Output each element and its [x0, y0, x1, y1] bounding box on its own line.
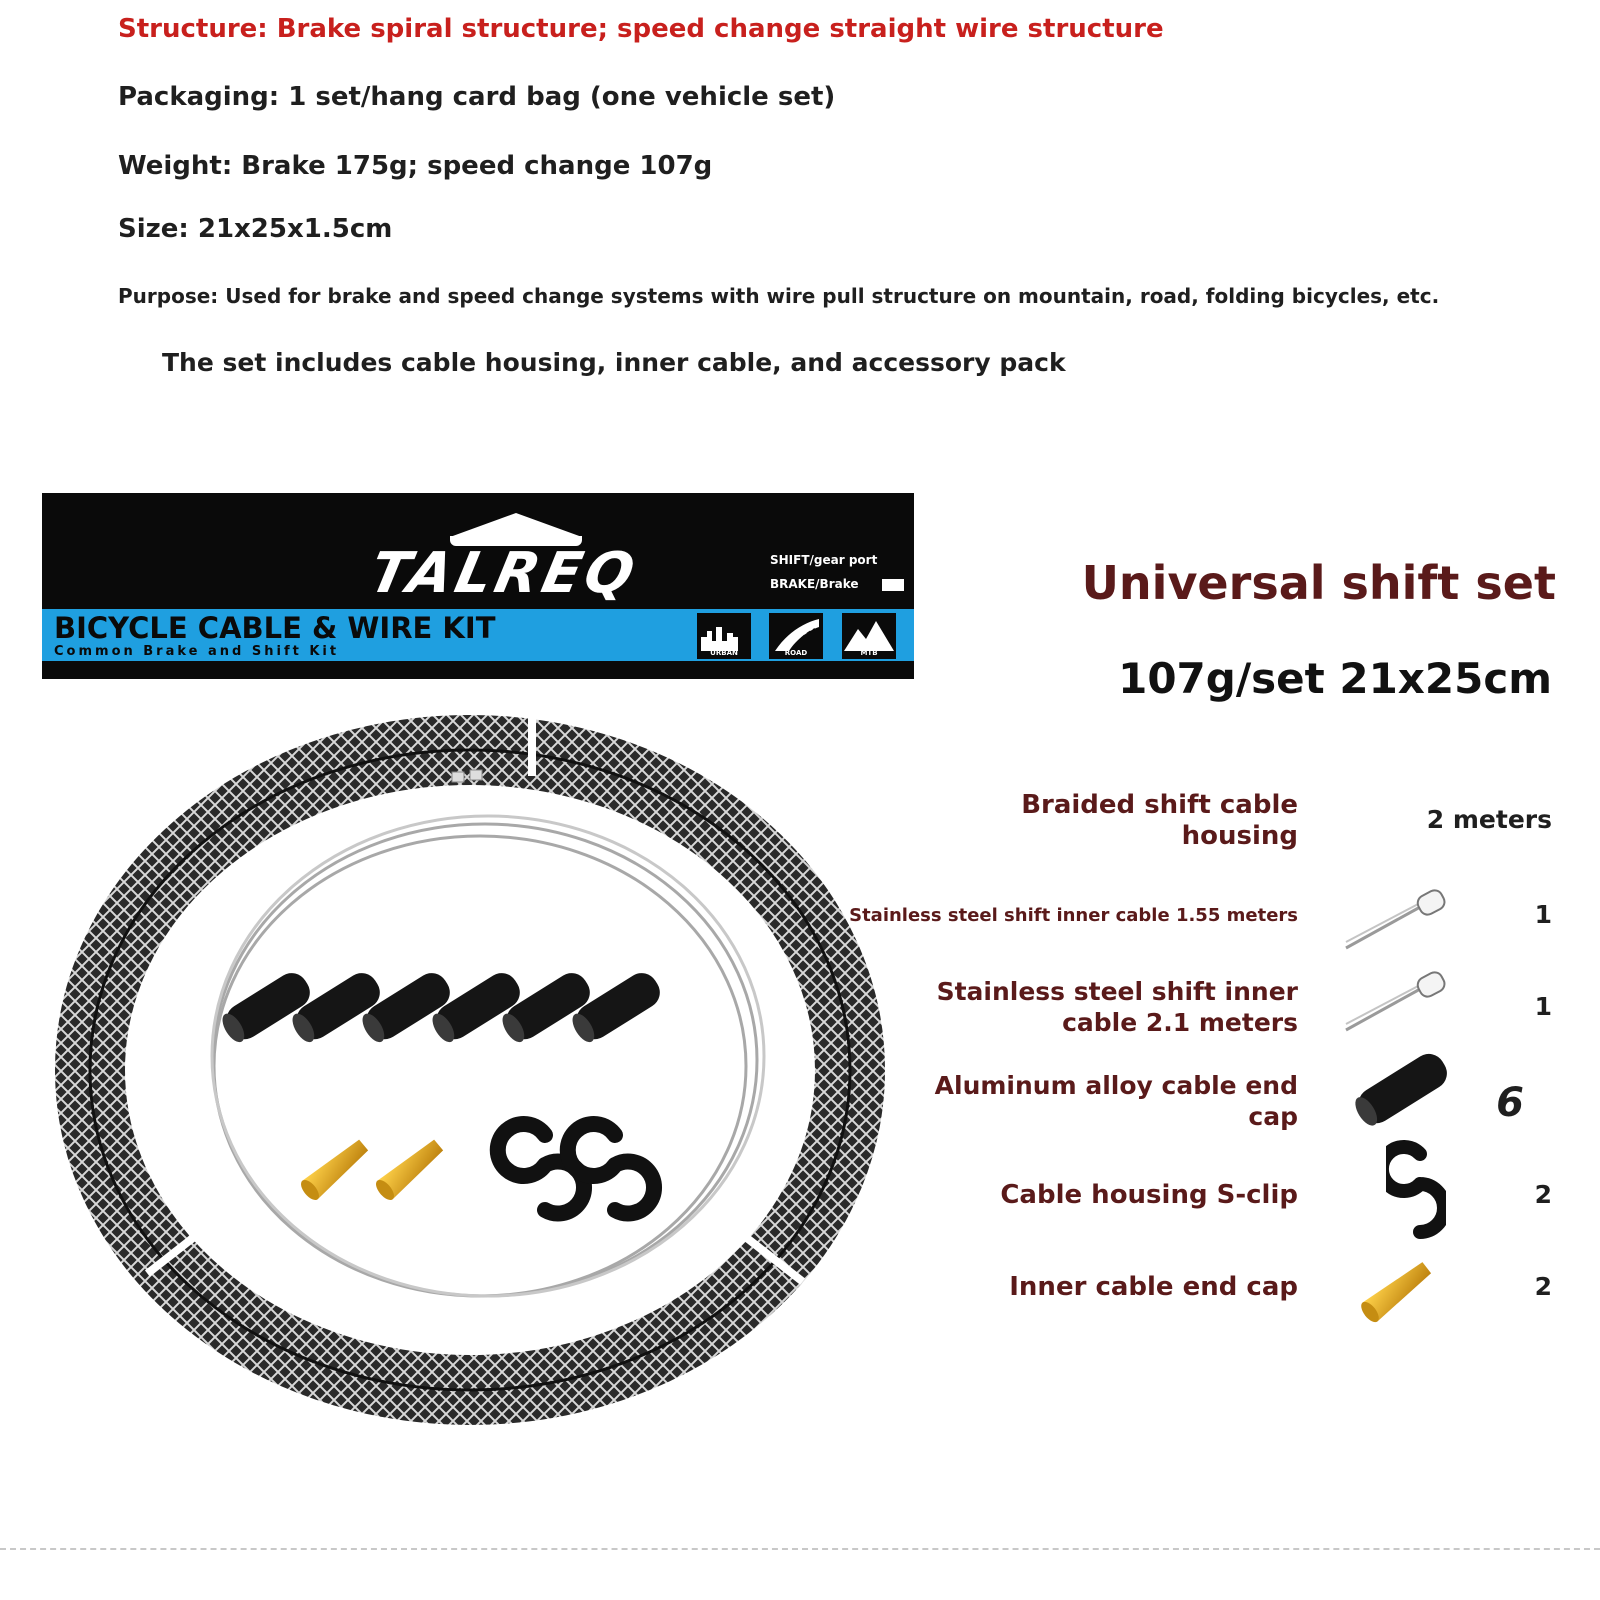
item-label-inner-cable-long: Stainless steel shift inner cable 2.1 me…: [936, 977, 1298, 1037]
inner-cable-coil-icon: [210, 769, 766, 1298]
product-photo: [55, 710, 885, 1425]
package-banner: TALREQ SHIFT/gear port BRAKE/Brake BICYC…: [42, 493, 914, 679]
port-marker: [882, 579, 904, 591]
city-icon: [701, 627, 738, 651]
brand-logo: TALREQ: [364, 541, 644, 606]
coiled-housing-icon: [55, 710, 885, 1425]
item-qty-inner-cable-short: 1: [1534, 900, 1552, 929]
kit-title-strip: BICYCLE CABLE & WIRE KIT Common Brake an…: [42, 609, 914, 661]
road-badge-label: ROAD: [784, 649, 808, 657]
mtb-badge-label: MTB: [860, 649, 878, 657]
item-qty-crimp-cap: 2: [1534, 1272, 1552, 1301]
mtb-badge: MTB: [842, 613, 896, 659]
spec-includes: The set includes cable housing, inner ca…: [162, 348, 1066, 377]
item-qty-inner-cable-long: 1: [1534, 992, 1552, 1021]
item-label-crimp-cap: Inner cable end cap: [1009, 1272, 1298, 1302]
set-subtitle: 107g/set 21x25cm: [1118, 654, 1552, 703]
port-shift-label: SHIFT/gear port: [770, 553, 878, 567]
spec-size: Size: 21x25x1.5cm: [118, 214, 393, 244]
kit-subtitle: Common Brake and Shift Kit: [54, 644, 340, 659]
port-brake-label: BRAKE/Brake: [770, 577, 859, 591]
set-title: Universal shift set: [1081, 556, 1556, 610]
logo-roof-icon: [450, 513, 582, 537]
s-clip-group: [489, 1116, 663, 1222]
mountain-icon: [844, 621, 894, 651]
spec-weight: Weight: Brake 175g; speed change 107g: [118, 151, 713, 181]
item-qty-end-cap: 6: [1496, 1080, 1524, 1126]
road-badge: ROAD: [769, 613, 823, 659]
bottom-divider: [0, 1548, 1600, 1550]
item-qty-s-clip: 2: [1534, 1180, 1552, 1209]
item-label-housing: Braided shift cable housing: [1021, 790, 1298, 851]
end-cap-icon: [1355, 1053, 1447, 1126]
crimp-cap-icon: [1361, 1262, 1432, 1323]
s-clip-icon: [1386, 1140, 1446, 1239]
road-icon: [775, 619, 819, 651]
inner-cable-icon: [1345, 889, 1446, 950]
crimp-cap-group: [301, 1139, 444, 1200]
item-label-inner-cable-short: Stainless steel shift inner cable 1.55 m…: [849, 905, 1298, 926]
spec-purpose: Purpose: Used for brake and speed change…: [118, 284, 1440, 308]
item-label-end-cap: Aluminum alloy cable end cap: [934, 1071, 1298, 1131]
spec-packaging: Packaging: 1 set/hang card bag (one vehi…: [118, 82, 836, 112]
urban-badge: URBAN: [697, 613, 751, 659]
logo-roof-base: [450, 536, 582, 546]
kit-title: BICYCLE CABLE & WIRE KIT: [54, 611, 496, 645]
inner-cable-icon: [1345, 971, 1446, 1032]
end-cap-group: [222, 973, 660, 1043]
urban-badge-label: URBAN: [710, 649, 738, 657]
spec-structure: Structure: Brake spiral structure; speed…: [118, 14, 1164, 44]
item-qty-housing: 2 meters: [1426, 805, 1552, 834]
item-label-s-clip: Cable housing S-clip: [1000, 1180, 1298, 1210]
